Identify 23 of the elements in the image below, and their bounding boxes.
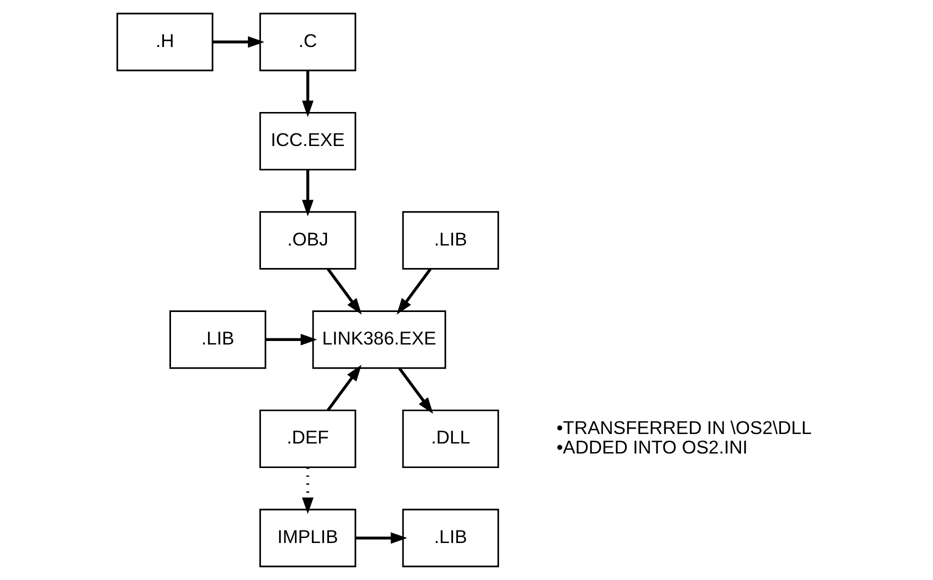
arrow xyxy=(326,268,362,315)
arrow xyxy=(266,334,318,346)
arrow xyxy=(398,367,434,414)
arrow xyxy=(302,70,314,118)
label: •ADDED INTO OS2.INI xyxy=(556,436,748,458)
label: •TRANSFERRED IN \OS2\DLL xyxy=(556,416,812,438)
arrow xyxy=(326,364,362,412)
node-box: .DEF xyxy=(259,410,356,468)
node-box: .LIB xyxy=(402,508,500,568)
arrow xyxy=(396,268,432,315)
node-box: LINK386.EXE xyxy=(312,310,446,369)
node-box: .DLL xyxy=(402,410,500,468)
arrow xyxy=(302,170,314,216)
arrow xyxy=(356,532,408,544)
node-box: .OBJ xyxy=(259,211,356,270)
node-box: .C xyxy=(259,12,356,72)
node-box: ICC.EXE xyxy=(259,112,356,170)
node-box: .H xyxy=(116,12,214,72)
node-box: IMPLIB xyxy=(259,508,356,568)
arrow xyxy=(212,36,264,48)
node-box: .LIB xyxy=(169,310,266,369)
arrow xyxy=(302,468,314,514)
node-box: .LIB xyxy=(402,211,500,270)
